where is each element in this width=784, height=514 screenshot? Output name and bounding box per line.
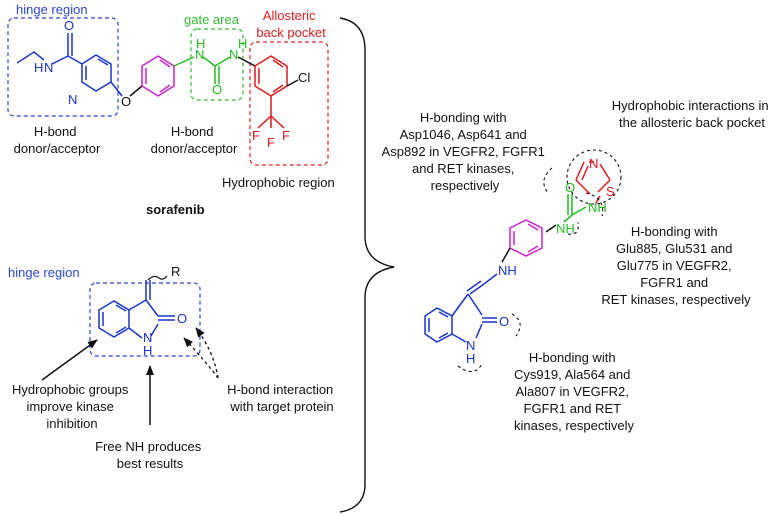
hbond-mid-label: H-bond donor/acceptor — [151, 124, 238, 156]
r-group-wavy-bond — [147, 275, 168, 281]
urea-nh-arc — [585, 192, 604, 217]
atom-o-urea: O — [212, 82, 222, 97]
atom-o-amide: O — [64, 18, 74, 33]
urea-bonds — [173, 56, 231, 84]
hinge-region-box — [7, 17, 119, 117]
oxindole-sar: hinge region R O N H — [8, 264, 337, 471]
oxindole-nh-arc — [457, 363, 483, 373]
aryl-nh-bond — [237, 56, 256, 67]
sorafenib-name: sorafenib — [146, 202, 205, 217]
atom-cl: Cl — [298, 70, 310, 85]
curly-brace — [339, 17, 395, 513]
atom-n-pyridine: N — [68, 92, 77, 107]
oxindole-hinge-label: hinge region — [8, 265, 80, 280]
hbond-arrow-2 — [195, 327, 219, 379]
design-text-glu: H-bonding with Glu885, Glu531 and Glu775… — [601, 224, 751, 307]
atom-h-urea1: H — [196, 36, 205, 51]
atom-n-urea2: N — [229, 47, 238, 62]
design-text-asp: H-bonding with Asp1046, Asp641 and Asp89… — [382, 110, 549, 193]
methylamide-bonds — [16, 33, 83, 65]
gate-area-label: gate area — [184, 12, 240, 27]
design-text-hydrophobic: Hydrophobic interactions in the alloster… — [612, 98, 772, 130]
atom-f3: F — [282, 128, 290, 143]
atom-h-urea2: H — [238, 36, 247, 51]
design-text-cys: H-bonding with Cys919, Ala564 and Ala807… — [514, 350, 634, 433]
urea-o-arc — [543, 167, 553, 194]
atom-h-amide: H — [34, 60, 43, 75]
allosteric-pocket-label: Allosteric back pocket — [256, 8, 326, 40]
chlorophenyl-ring — [254, 55, 288, 129]
thiazole-pocket-circle — [566, 149, 622, 205]
design-urea-bonds — [563, 194, 587, 223]
chloro-bond — [286, 79, 299, 87]
pyridine-ring — [81, 54, 112, 92]
interaction-markers — [457, 149, 622, 373]
design-atom-h-oxindole: H — [466, 351, 475, 366]
oxindole-atom-n: N — [143, 330, 152, 345]
design-phenyl-ring — [509, 219, 543, 257]
ether-bond-right — [129, 85, 143, 97]
oxindole-atom-o: O — [177, 311, 187, 326]
phenyl-ring — [141, 55, 175, 97]
allosteric-pocket-box — [249, 41, 329, 166]
aryl-nh-arc — [567, 221, 579, 235]
oxindole-core — [98, 280, 175, 339]
oxindole-hinge-box — [89, 282, 201, 357]
atom-n-urea1: N — [195, 47, 204, 62]
atom-f2: F — [267, 135, 275, 150]
design-atom-o-urea: O — [565, 180, 575, 195]
thiazole-ring — [575, 161, 611, 195]
oxindole-atom-h: H — [143, 343, 152, 358]
design-atom-nh-b: NH — [556, 221, 575, 236]
design-atom-o-oxindole: O — [499, 314, 509, 329]
oxindole-o-arc — [511, 313, 521, 337]
hydrophobic-arrow — [41, 339, 98, 381]
atom-f1: F — [252, 128, 260, 143]
hydrophobic-region-label: Hydrophobic region — [222, 175, 335, 190]
hbond-interaction-label: H-bond interaction with target protein — [227, 382, 337, 414]
designed-compound: N S NH O NH NH O N H H-bonding with Asp1… — [382, 98, 772, 433]
design-atom-nh-c: NH — [498, 263, 517, 278]
design-oxindole — [424, 273, 498, 343]
design-atom-n-oxindole: N — [466, 338, 475, 353]
ether-bond-left — [110, 81, 123, 97]
hydrophobic-groups-label: Hydrophobic groups improve kinase inhibi… — [12, 382, 132, 431]
r-group-label: R — [171, 264, 180, 279]
gate-area-box — [190, 28, 244, 101]
design-atom-n-thiazole: N — [589, 156, 598, 171]
hinge-region-label: hinge region — [16, 2, 88, 17]
urea-aryl-bond — [545, 224, 557, 233]
phenyl-nh-bond — [501, 247, 511, 263]
hbond-left-label: H-bond donor/acceptor — [14, 124, 101, 156]
sorafenib-structure: O N H N O N H N H O Cl F F F hinge regio… — [7, 2, 335, 217]
design-atom-s: S — [606, 184, 615, 199]
atom-o-ether: O — [121, 94, 131, 109]
free-nh-label: Free NH produces best results — [95, 439, 205, 471]
atom-n-amide: N — [44, 60, 53, 75]
